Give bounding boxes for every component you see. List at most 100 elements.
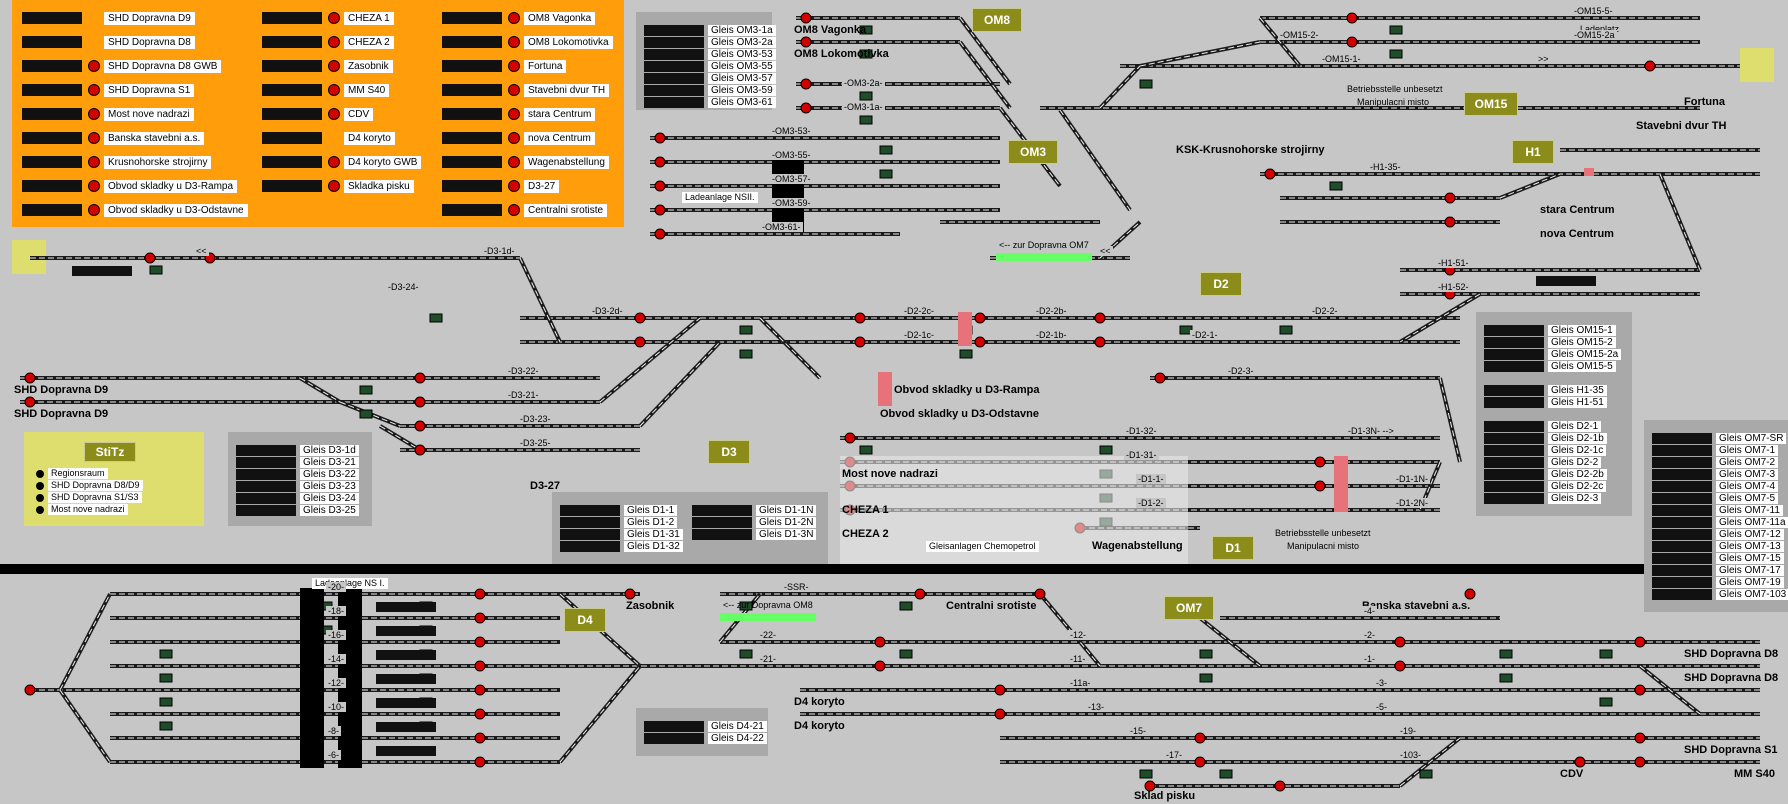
signal-indicator-icon[interactable]	[859, 115, 873, 125]
signal-indicator-icon[interactable]	[1419, 769, 1433, 779]
track-label-d1-2n[interactable]: -D1-2N-	[1394, 498, 1431, 508]
signal-indicator-icon[interactable]	[149, 265, 163, 275]
station-d9b[interactable]: SHD Dopravna D9	[14, 408, 109, 420]
gleis-item[interactable]: Gleis OM3-2a	[644, 36, 776, 48]
favorite-item[interactable]: OM8 Vagonka	[442, 10, 596, 26]
signal-icon[interactable]	[1644, 60, 1656, 72]
edge-marker-east[interactable]	[1740, 48, 1774, 82]
signal-icon[interactable]	[1634, 732, 1646, 744]
station-cdv[interactable]: CDV	[1560, 768, 1584, 780]
signal-indicator-icon[interactable]	[159, 649, 173, 659]
track-label-t20[interactable]: -20-	[326, 582, 347, 592]
gleis-item[interactable]: Gleis OM7-3	[1652, 468, 1779, 480]
favorite-item[interactable]: D4 koryto GWB	[262, 154, 422, 170]
station-fortuna[interactable]: Fortuna	[1684, 96, 1725, 108]
signal-icon[interactable]	[1394, 636, 1406, 648]
track-label-d1-31[interactable]: -D1-31-	[1124, 450, 1159, 460]
track-label-om3-53[interactable]: -OM3-53-	[770, 126, 813, 136]
gleis-item[interactable]: Gleis D3-24	[236, 492, 359, 504]
signal-icon[interactable]	[974, 312, 986, 324]
track-label-t12b[interactable]: -12-	[1068, 630, 1089, 640]
occupied-section-marker[interactable]	[1584, 168, 1594, 176]
station-banska[interactable]: Banska stavebni a.s.	[1362, 600, 1471, 612]
gleis-item[interactable]: Gleis D1-1	[560, 504, 678, 516]
track-label-t2[interactable]: -2-	[1362, 630, 1377, 640]
signal-icon[interactable]	[634, 312, 646, 324]
signal-icon[interactable]	[474, 756, 486, 768]
note-zur-om8[interactable]: <-- zur Dopravna OM8	[723, 600, 813, 610]
signal-icon[interactable]	[800, 102, 812, 114]
signal-icon[interactable]	[654, 156, 666, 168]
track-label-arr3[interactable]: >>	[1536, 54, 1551, 64]
signal-indicator-icon[interactable]	[739, 649, 753, 659]
gleis-item[interactable]: Gleis H1-35	[1484, 384, 1607, 396]
track-label-d2-2b[interactable]: -D2-2b-	[1034, 306, 1069, 316]
signal-indicator-icon[interactable]	[959, 349, 973, 359]
badge-d3[interactable]: D3	[708, 440, 750, 464]
gleis-item[interactable]: Gleis OM3-61	[644, 96, 776, 108]
favorite-item[interactable]: SHD Dopravna D9	[22, 10, 195, 26]
station-s1[interactable]: SHD Dopravna S1	[1684, 744, 1778, 756]
signal-icon[interactable]	[994, 684, 1006, 696]
station-cheza1[interactable]: CHEZA 1	[842, 504, 889, 516]
gleis-item[interactable]: Gleis D1-2	[560, 516, 678, 528]
gleis-item[interactable]: Gleis D2-2b	[1484, 468, 1607, 480]
signal-indicator-icon[interactable]	[159, 697, 173, 707]
station-om8-loko[interactable]: OM8 Lokomotivka	[794, 48, 889, 60]
favorite-item[interactable]: MM S40	[262, 82, 390, 98]
badge-om7[interactable]: OM7	[1164, 596, 1214, 620]
signal-icon[interactable]	[474, 732, 486, 744]
track-label-d2-1c[interactable]: -D2-1c-	[902, 330, 937, 340]
signal-icon[interactable]	[874, 636, 886, 648]
gleis-item[interactable]: Gleis D1-2N	[692, 516, 817, 528]
track-label-t11[interactable]: -11-	[1068, 654, 1088, 664]
favorite-item[interactable]: stara Centrum	[442, 106, 596, 122]
gleis-item[interactable]: Gleis D1-31	[560, 528, 683, 540]
signal-indicator-icon[interactable]	[859, 49, 873, 59]
signal-icon[interactable]	[24, 372, 36, 384]
signal-indicator-icon[interactable]	[739, 601, 753, 611]
track-label-t19[interactable]: -19-	[1398, 726, 1419, 736]
signal-indicator-icon[interactable]	[1499, 649, 1513, 659]
signal-indicator-icon[interactable]	[1329, 181, 1343, 191]
signal-indicator-icon[interactable]	[159, 721, 173, 731]
track-label-t15[interactable]: -15-	[1128, 726, 1149, 736]
signal-icon[interactable]	[654, 204, 666, 216]
signal-icon[interactable]	[974, 336, 986, 348]
favorite-item[interactable]: Stavebni dvur TH	[442, 82, 610, 98]
signal-icon[interactable]	[800, 12, 812, 24]
signal-icon[interactable]	[1444, 192, 1456, 204]
track-label-h1-35[interactable]: -H1-35-	[1368, 162, 1403, 172]
gleis-item[interactable]: Gleis OM15-5	[1484, 360, 1616, 372]
signal-icon[interactable]	[474, 684, 486, 696]
signal-indicator-icon[interactable]	[1599, 697, 1613, 707]
track-label-h1-52[interactable]: -H1-52-	[1436, 282, 1471, 292]
signal-icon[interactable]	[414, 396, 426, 408]
signal-icon[interactable]	[1634, 636, 1646, 648]
signal-icon[interactable]	[1346, 12, 1358, 24]
favorite-item[interactable]: Banska stavebni a.s.	[22, 130, 205, 146]
track-label-om3-59[interactable]: -OM3-59-	[770, 198, 813, 208]
gleis-item[interactable]: Gleis D3-25	[236, 504, 359, 516]
track-label-ssr[interactable]: -SSR-	[782, 582, 811, 592]
signal-icon[interactable]	[654, 132, 666, 144]
signal-indicator-icon[interactable]	[1499, 673, 1513, 683]
gleis-item[interactable]: Gleis OM7-SR	[1652, 432, 1787, 444]
signal-icon[interactable]	[634, 336, 646, 348]
signal-icon[interactable]	[24, 396, 36, 408]
gleis-item[interactable]: Gleis OM15-2	[1484, 336, 1616, 348]
favorite-item[interactable]: D3-27	[442, 178, 560, 194]
gleis-item[interactable]: Gleis D4-21	[644, 720, 767, 732]
gleis-item[interactable]: Gleis OM7-5	[1652, 492, 1779, 504]
link-bar-om8[interactable]	[720, 613, 816, 621]
station-d9a[interactable]: SHD Dopravna D9	[14, 384, 109, 396]
track-label-d3-22[interactable]: -D3-22-	[506, 366, 541, 376]
signal-indicator-icon[interactable]	[739, 325, 753, 335]
track-label-d1-1[interactable]: -D1-1-	[1136, 474, 1166, 484]
track-label-t13[interactable]: -13-	[1086, 702, 1107, 712]
track-label-t1[interactable]: -1-	[1362, 654, 1377, 664]
stitz-item[interactable]: Most nove nadrazi	[36, 504, 128, 515]
station-odstavne[interactable]: Obvod skladky u D3-Odstavne	[880, 408, 1039, 420]
badge-om3[interactable]: OM3	[1008, 140, 1058, 164]
track-label-d2-1[interactable]: -D2-1-	[1190, 330, 1220, 340]
